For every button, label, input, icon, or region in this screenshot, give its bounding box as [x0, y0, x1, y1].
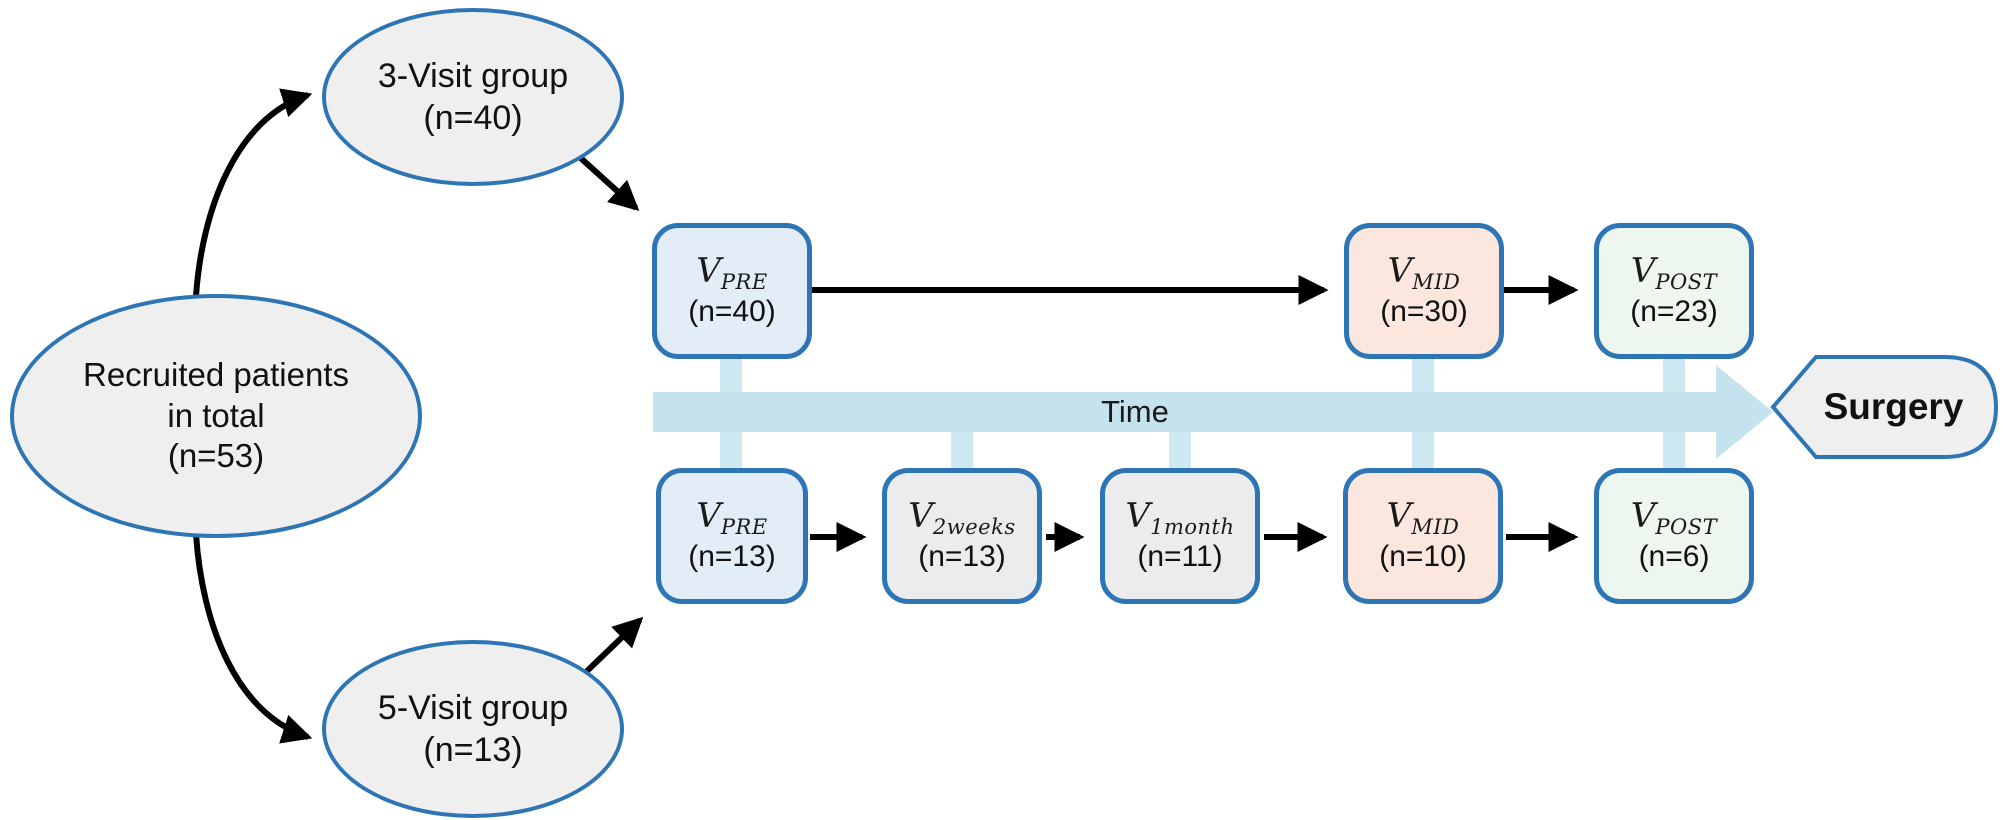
visit-count: (n=11) [1137, 540, 1223, 574]
visit-count: (n=13) [688, 540, 776, 574]
visit-count: (n=13) [918, 540, 1006, 574]
visit-box-vpost-bottom: VPOST (n=6) [1594, 468, 1754, 604]
visit-box-vmid-top: VMID (n=30) [1344, 223, 1504, 359]
visit-count: (n=6) [1638, 540, 1710, 574]
arrow-3visit-to-vpre [571, 149, 640, 212]
arrow-5visit-to-vpre [583, 616, 644, 675]
node-5visit-group: 5-Visit group (n=13) [322, 640, 624, 818]
arrow-total-to-5visit [193, 533, 313, 744]
time-axis-label: Time [1101, 394, 1169, 429]
time-arrowhead [1716, 365, 1773, 459]
visit-symbol: VPOST [1630, 251, 1718, 295]
visit-count: (n=40) [688, 295, 776, 329]
stub-1month [1169, 426, 1191, 472]
visit-symbol: VPRE [696, 496, 768, 540]
visit-box-v2weeks: V2weeks (n=13) [882, 468, 1042, 604]
stub-2weeks [951, 426, 973, 472]
node-label-line: 5-Visit group [377, 688, 569, 727]
node-label-line: (n=53) [167, 437, 265, 475]
visit-symbol: VPOST [1630, 496, 1718, 540]
visit-count: (n=23) [1630, 295, 1718, 329]
visit-box-v1month: V1month (n=11) [1100, 468, 1260, 604]
visit-count: (n=10) [1379, 540, 1467, 574]
visit-symbol: VMID [1386, 496, 1460, 540]
visit-symbol: VPRE [696, 251, 768, 295]
node-3visit-group: 3-Visit group (n=40) [322, 8, 624, 186]
node-recruited-total: Recruited patients in total (n=53) [10, 294, 422, 538]
surgery-shape [1770, 355, 1999, 459]
node-label-line: Recruited patients [83, 355, 349, 393]
visit-count: (n=30) [1380, 295, 1468, 329]
node-label-line: in total [167, 396, 265, 434]
visit-symbol: V1month [1125, 496, 1235, 540]
visit-box-vpre-top: VPRE (n=40) [652, 223, 812, 359]
visit-box-vmid-bottom: VMID (n=10) [1343, 468, 1503, 604]
visit-symbol: VMID [1387, 251, 1461, 295]
node-label-line: (n=13) [423, 731, 523, 769]
node-label-line: (n=40) [423, 99, 523, 137]
visit-symbol: V2weeks [908, 496, 1016, 540]
node-label-line: 3-Visit group [377, 56, 569, 95]
arrow-total-to-3visit [193, 88, 313, 297]
surgery-label: Surgery [1823, 386, 1964, 427]
time-arrow-band [653, 392, 1719, 432]
visit-box-vpost-top: VPOST (n=23) [1594, 223, 1754, 359]
visit-box-vpre-bottom: VPRE (n=13) [656, 468, 808, 604]
